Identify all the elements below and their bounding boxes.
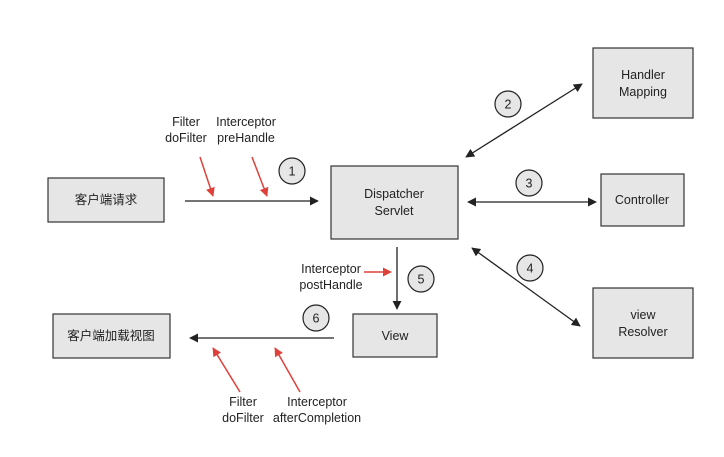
hook-arrow-filter-out bbox=[212, 347, 241, 393]
annotation-pre-line1: Interceptor bbox=[216, 115, 276, 129]
svg-text:4: 4 bbox=[527, 262, 534, 276]
annotation-after-line1: Interceptor bbox=[287, 395, 347, 409]
annotation-post-line2: postHandle bbox=[299, 278, 362, 292]
svg-text:3: 3 bbox=[526, 177, 533, 191]
handler-mapping-node: Handler Mapping bbox=[592, 47, 694, 119]
dispatcher-label-line1: Dispatcher bbox=[364, 187, 424, 201]
controller-label: Controller bbox=[615, 193, 669, 207]
hook-arrow-prehandle bbox=[251, 156, 269, 197]
handler-label-line2: Mapping bbox=[619, 85, 667, 99]
hook-arrow-filter-in bbox=[199, 156, 215, 197]
view-label: View bbox=[382, 329, 410, 343]
view-resolver-node: view Resolver bbox=[592, 287, 694, 359]
handler-label-line1: Handler bbox=[621, 68, 665, 82]
annotation-filter-in-line1: Filter bbox=[172, 115, 200, 129]
arrow-dispatcher-handler bbox=[465, 83, 583, 158]
dispatcher-servlet-node: Dispatcher Servlet bbox=[330, 165, 459, 240]
client-load-view-node: 客户端加载视图 bbox=[52, 313, 171, 359]
view-node: View bbox=[352, 313, 438, 358]
svg-text:1: 1 bbox=[289, 165, 296, 179]
arrow-dispatcher-resolver bbox=[471, 247, 581, 327]
client-load-label: 客户端加载视图 bbox=[67, 328, 155, 343]
step-1-badge: 1 bbox=[278, 157, 306, 185]
resolver-label-line1: view bbox=[630, 308, 656, 322]
annotation-post-line1: Interceptor bbox=[301, 262, 361, 276]
svg-text:2: 2 bbox=[505, 98, 512, 112]
step-2-badge: 2 bbox=[494, 90, 522, 118]
step-3-badge: 3 bbox=[515, 169, 543, 197]
hook-arrow-aftercompletion bbox=[274, 347, 301, 393]
annotation-after-line2: afterCompletion bbox=[273, 411, 361, 425]
annotation-filter-out-line1: Filter bbox=[229, 395, 257, 409]
svg-text:6: 6 bbox=[313, 312, 320, 326]
controller-node: Controller bbox=[600, 173, 685, 227]
step-6-badge: 6 bbox=[302, 304, 330, 332]
dispatcher-label-line2: Servlet bbox=[375, 204, 414, 218]
resolver-label-line2: Resolver bbox=[618, 325, 667, 339]
client-request-node: 客户端请求 bbox=[47, 177, 165, 223]
annotation-filter-out-line2: doFilter bbox=[222, 411, 264, 425]
svg-text:5: 5 bbox=[418, 273, 425, 287]
step-5-badge: 5 bbox=[407, 265, 435, 293]
client-request-label: 客户端请求 bbox=[75, 192, 138, 207]
annotation-filter-in-line2: doFilter bbox=[165, 131, 207, 145]
step-4-badge: 4 bbox=[516, 254, 544, 282]
annotation-pre-line2: preHandle bbox=[217, 131, 275, 145]
